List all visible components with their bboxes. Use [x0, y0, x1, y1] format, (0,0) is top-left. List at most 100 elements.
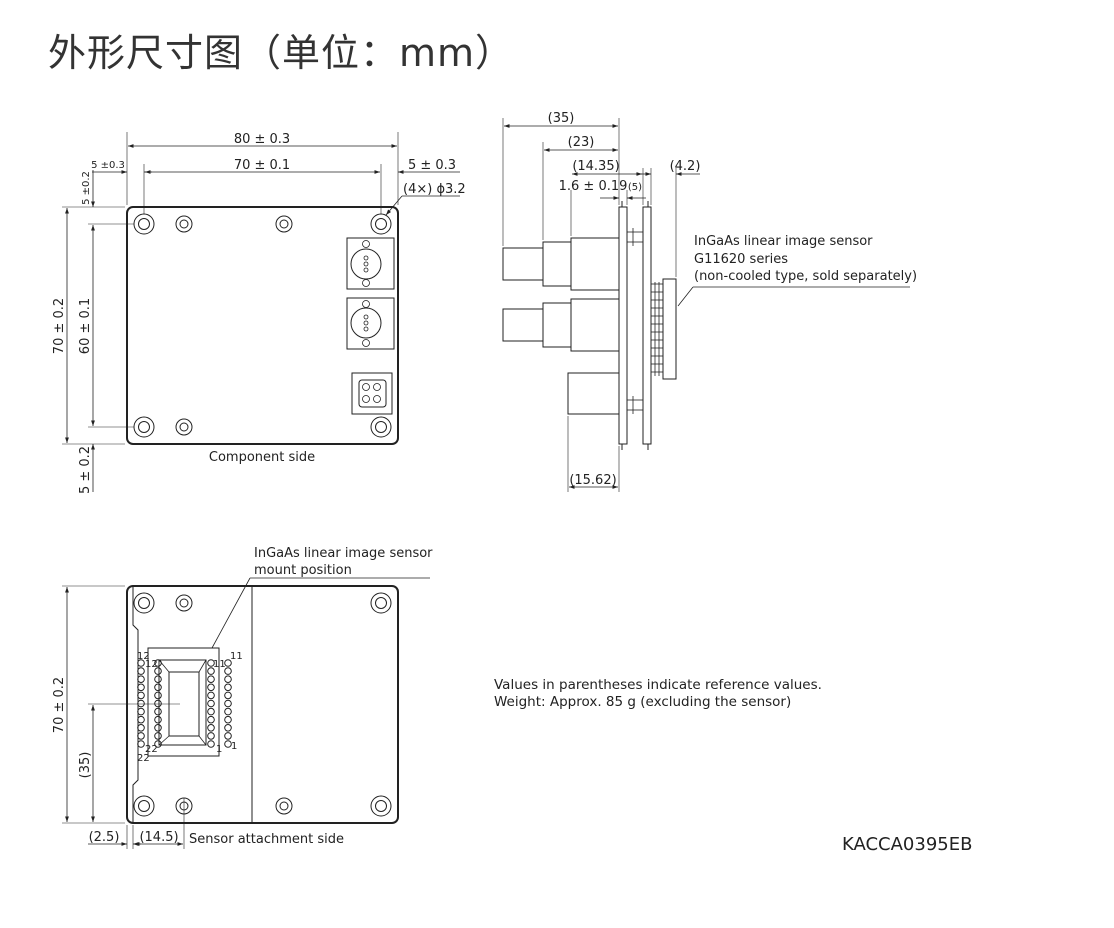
- sensor-pin: [224, 740, 232, 748]
- side-power-connector: [567, 372, 620, 415]
- side-sensor-label-3: (non-cooled type, sold separately): [694, 269, 917, 284]
- back-small-hole-3: [275, 797, 293, 815]
- sensor-pin: [137, 724, 145, 732]
- back-dim-35: (35): [78, 752, 93, 779]
- sensor-pin: [137, 667, 145, 675]
- pin-12-outer: 12: [137, 651, 150, 662]
- back-hole-bottom-left: [133, 795, 155, 817]
- sensor-pin: [154, 683, 162, 692]
- sensor-pin: [154, 667, 162, 675]
- back-view-caption: Sensor attachment side: [189, 832, 344, 847]
- dim-side-4-2: (4.2): [670, 159, 701, 174]
- back-hole-top-left: [133, 592, 155, 614]
- side-coax-connector-1: [502, 237, 620, 291]
- sensor-pin: [137, 732, 145, 740]
- sensor-socket: [147, 647, 220, 757]
- dim-bottom-offset: 5 ± 0.2: [78, 446, 93, 494]
- sensor-pin: [137, 707, 145, 716]
- sensor-pin: [207, 667, 215, 675]
- sensor-pin: [154, 675, 162, 684]
- sensor-pin: [137, 659, 145, 667]
- sensor-pin: [224, 732, 232, 740]
- sensor-pin: [154, 740, 162, 748]
- side-sensor-label-1: InGaAs linear image sensor: [694, 234, 873, 249]
- coax-connector-2: [346, 297, 395, 350]
- pin-11-outer: 11: [230, 651, 243, 662]
- back-hole-bottom-right: [370, 795, 392, 817]
- note-weight: Weight: Approx. 85 g (excluding the sens…: [494, 694, 791, 710]
- dim-side-1-6: 1.6 ± 0.19: [559, 179, 628, 194]
- dim-side-14-35: (14.35): [572, 159, 619, 174]
- sensor-pin: [207, 675, 215, 684]
- sensor-pin: [154, 691, 162, 700]
- sensor-pin: [137, 740, 145, 748]
- drawing-code: KACCA0395EB: [842, 834, 972, 855]
- small-hole-3: [175, 418, 193, 436]
- sensor-pin: [137, 699, 145, 708]
- sensor-pin: [224, 691, 232, 700]
- pin-22-inner: 22: [145, 744, 158, 755]
- dim-width-holes: 70 ± 0.1: [234, 158, 290, 173]
- sensor-pin: [137, 683, 145, 692]
- note-reference-values: Values in parentheses indicate reference…: [494, 677, 822, 693]
- small-hole-2: [275, 215, 293, 233]
- back-view: 12 12 11 11 22 22 1 1 InGaAs linear imag…: [52, 546, 433, 849]
- dim-left-offset: 5 ±0.3: [91, 160, 125, 171]
- sensor-pin: [224, 667, 232, 675]
- dim-height-holes: 60 ± 0.1: [78, 298, 93, 354]
- sensor-pin: [154, 659, 162, 667]
- pin-11-inner: 11: [213, 659, 226, 670]
- dim-right-offset: 5 ± 0.3: [408, 158, 456, 173]
- front-view: 80 ± 0.3 70 ± 0.1 5 ±0.3 5 ± 0.3 (4×) ϕ3…: [52, 132, 466, 494]
- dim-side-15-62: (15.62): [569, 473, 616, 488]
- side-sensor: [651, 278, 677, 380]
- back-dim-height: 70 ± 0.2: [52, 677, 67, 733]
- sensor-pin: [137, 715, 145, 724]
- sensor-pin: [207, 724, 215, 732]
- sensor-pin: [207, 683, 215, 692]
- dim-width-overall: 80 ± 0.3: [234, 132, 290, 147]
- pin-12-inner: 12: [145, 659, 158, 670]
- sensor-pin: [207, 699, 215, 708]
- sensor-pin: [154, 707, 162, 716]
- dim-top-offset: 5 ±0.2: [81, 171, 92, 205]
- sensor-pin: [154, 724, 162, 732]
- sensor-pin: [207, 740, 215, 748]
- sensor-pin: [207, 691, 215, 700]
- dim-side-5: (5): [628, 182, 642, 193]
- sensor-pin: [137, 675, 145, 684]
- small-hole-1: [175, 215, 193, 233]
- sensor-pin: [224, 715, 232, 724]
- sensor-pin: [224, 659, 232, 667]
- hole-note: (4×) ϕ3.2: [403, 182, 466, 197]
- pin-22-outer: 22: [137, 753, 150, 764]
- sensor-pin: [224, 699, 232, 708]
- sensor-pin: [224, 724, 232, 732]
- sensor-pin: [154, 715, 162, 724]
- power-connector: [351, 372, 393, 415]
- sensor-pin: [137, 691, 145, 700]
- sensor-pin: [224, 683, 232, 692]
- mount-label-1: InGaAs linear image sensor: [254, 546, 433, 561]
- back-dim-2-5: (2.5): [89, 830, 120, 845]
- coax-connector-1: [346, 237, 395, 290]
- pin-1-outer: 1: [231, 741, 237, 752]
- front-view-caption: Component side: [209, 450, 315, 465]
- side-view: InGaAs linear image sensor G11620 series…: [502, 111, 917, 492]
- sensor-pin: [154, 732, 162, 740]
- side-board-1: [618, 206, 628, 445]
- sensor-pin: [224, 707, 232, 716]
- dim-side-35: (35): [548, 111, 575, 126]
- front-board-outline: [126, 206, 399, 445]
- back-dim-14-5: (14.5): [139, 830, 178, 845]
- sensor-pin: [207, 715, 215, 724]
- sensor-pin: [224, 675, 232, 684]
- dim-height-overall: 70 ± 0.2: [52, 298, 67, 354]
- back-small-hole-1: [175, 594, 193, 612]
- sensor-pin: [207, 707, 215, 716]
- dim-side-23: (23): [568, 135, 595, 150]
- back-board-outline: [126, 585, 399, 824]
- mounting-hole-bottom-right: [370, 416, 392, 438]
- pin-1-inner: 1: [216, 744, 222, 755]
